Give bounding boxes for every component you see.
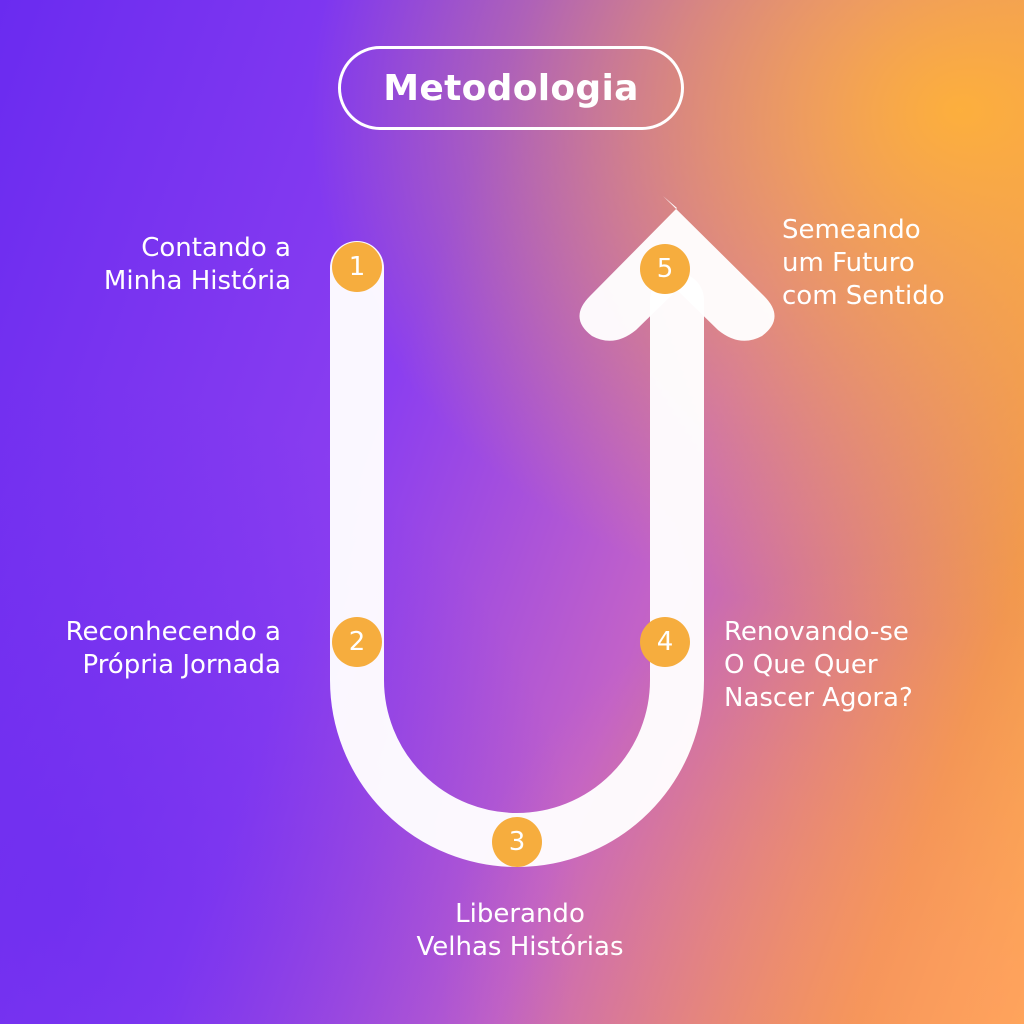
step-number: 5 [656,254,674,284]
step-label-line: Velhas Histórias [416,932,624,962]
step-number: 3 [508,827,526,857]
step-label-1: Contando a Minha História [104,232,291,298]
step-badge-3: 3 [492,817,542,867]
step-label-line: Reconhecendo a [65,617,281,647]
step-label-line: Semeando [782,215,921,245]
step-label-3: Liberando Velhas Histórias [400,898,640,964]
step-badge-4: 4 [640,617,690,667]
step-number: 2 [348,627,366,657]
step-badge-5: 5 [640,244,690,294]
step-label-line: Nascer Agora? [724,683,913,713]
step-label-line: Liberando [455,899,585,929]
u-path [330,241,704,867]
step-label-4: Renovando-se O Que Quer Nascer Agora? [724,616,913,715]
step-label-line: Renovando-se [724,617,909,647]
step-label-5: Semeando um Futuro com Sentido [782,214,945,313]
step-label-line: Minha História [103,266,291,296]
step-label-2: Reconhecendo a Própria Jornada [66,616,281,682]
step-label-line: Contando a [141,233,291,263]
step-label-line: Própria Jornada [82,650,281,680]
step-badge-1: 1 [332,242,382,292]
title-pill: Metodologia [338,46,684,130]
step-label-line: O Que Quer [724,650,878,680]
page-title: Metodologia [383,67,639,109]
step-badge-2: 2 [332,617,382,667]
step-number: 1 [348,252,366,282]
step-number: 4 [656,627,674,657]
step-label-line: um Futuro [782,248,915,278]
step-label-line: com Sentido [782,281,945,311]
